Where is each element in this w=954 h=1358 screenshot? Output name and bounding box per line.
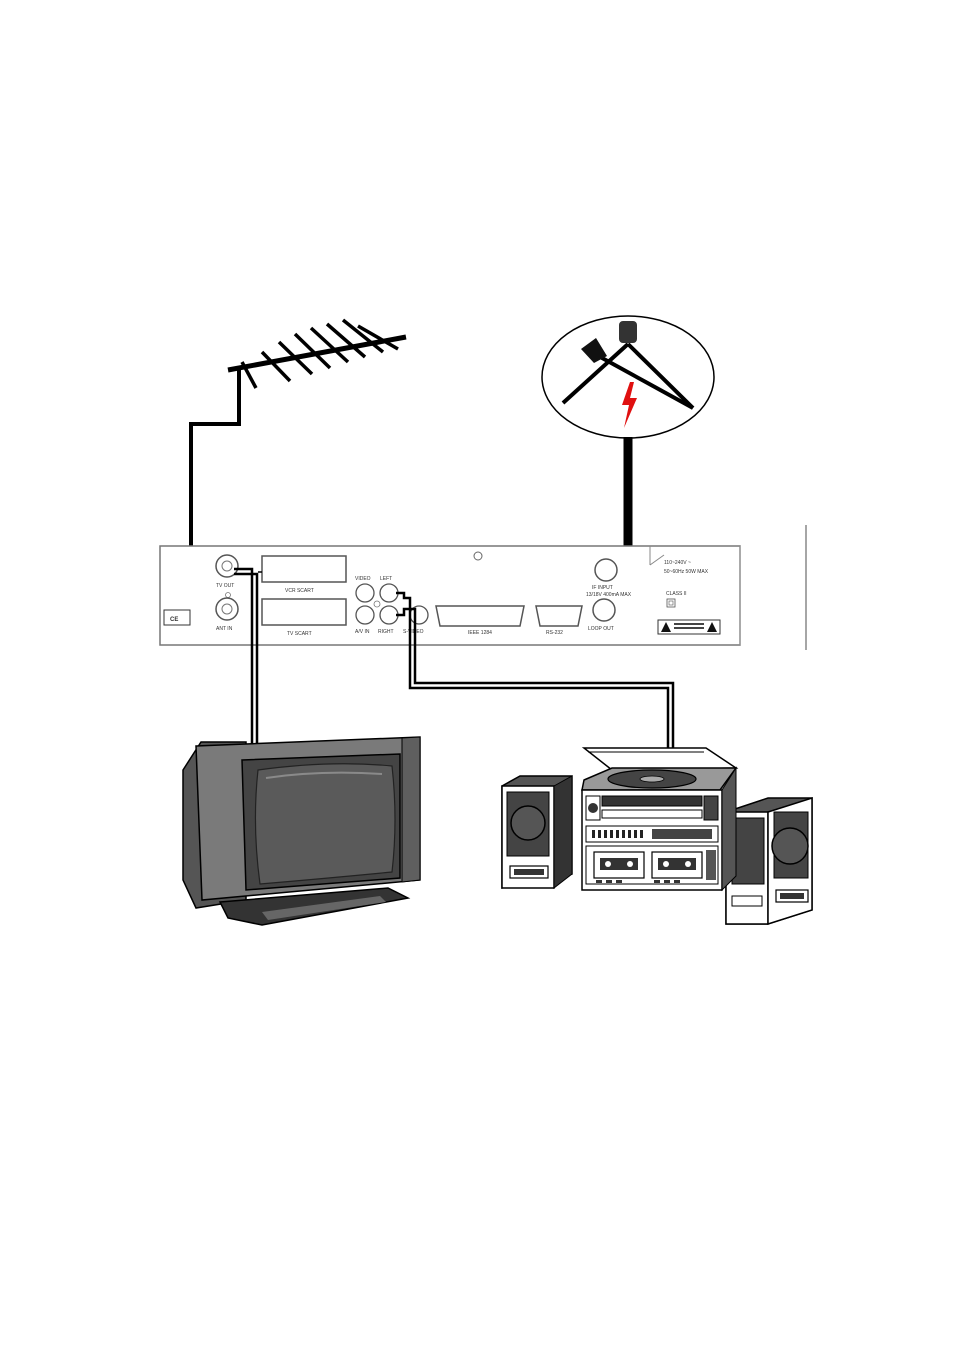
antenna-icon	[227, 318, 407, 389]
tv-scart-label: TV SCART	[287, 631, 312, 637]
rs232-connector	[535, 605, 583, 627]
ant-in-label: ANT IN	[216, 626, 233, 632]
if-input-label: IF INPUT	[592, 585, 613, 591]
left-rca-connector	[379, 583, 399, 603]
ieee-1284-connector	[435, 605, 525, 627]
audio-cable	[396, 591, 675, 748]
tv-out-connector	[215, 554, 239, 578]
lightning-icon	[622, 382, 637, 428]
ieee-label: IEEE 1284	[468, 630, 492, 636]
tv-icon	[182, 736, 421, 926]
loop-out-connector	[592, 598, 616, 622]
receiver-back-panel: CE TV OUT ANT IN VCR SCART TV SCART VIDE…	[159, 525, 807, 650]
tv-cable	[234, 567, 262, 745]
av-rca-connector	[355, 605, 375, 625]
power-label-2: 50~60Hz 50W MAX	[664, 569, 709, 575]
ce-mark: CE	[170, 617, 178, 623]
tv-out-label: TV OUT	[216, 583, 234, 589]
hifi-stereo-icon	[581, 747, 739, 892]
if-input-connector	[594, 558, 618, 582]
vcr-scart-connector	[261, 555, 347, 583]
warning-label-icon	[657, 619, 721, 635]
if-input-spec: 13/18V 400mA MAX	[586, 592, 632, 598]
video-label: VIDEO	[355, 576, 371, 582]
power-label-1: 110~240V ~	[664, 560, 691, 566]
class-label: CLASS II	[666, 591, 687, 597]
right-label: RIGHT	[378, 629, 394, 635]
s-video-label: S-VIDEO	[403, 629, 424, 635]
video-rca-connector	[355, 583, 375, 603]
loop-out-label: LOOP OUT	[588, 626, 614, 632]
speaker-icon	[501, 775, 573, 890]
speaker-icon	[725, 796, 813, 926]
tv-scart-connector	[261, 598, 347, 626]
vcr-scart-label: VCR SCART	[285, 588, 314, 594]
right-rca-connector	[379, 605, 399, 625]
rs232-label: RS-232	[546, 630, 563, 636]
ant-in-connector	[215, 597, 239, 621]
satellite-dish-icon	[541, 315, 715, 439]
av-in-label: A/V IN	[355, 629, 370, 635]
left-label: LEFT	[380, 576, 392, 582]
